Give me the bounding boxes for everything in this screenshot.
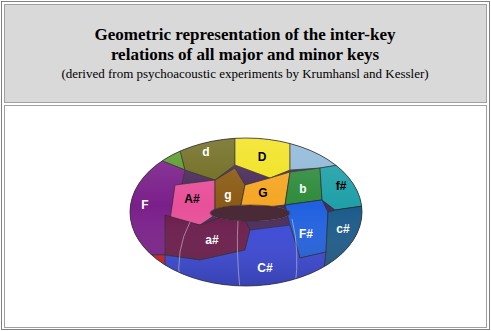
key-label: G <box>258 187 267 200</box>
key-label: A# <box>184 193 199 206</box>
torus-base <box>120 125 380 305</box>
title: Geometric representation of the inter-ke… <box>65 25 425 65</box>
key-label: F# <box>299 228 313 241</box>
key-label: a# <box>205 234 218 247</box>
key-label: c# <box>336 223 349 236</box>
body-cell <box>5 106 487 328</box>
key-label: b <box>299 183 306 196</box>
header-text: Geometric representation of the inter-ke… <box>6 5 484 101</box>
key-label: d <box>202 146 209 159</box>
subtitle: (derived from psychoacoustic experiments… <box>10 66 480 82</box>
key-label: C# <box>257 262 272 275</box>
torus-hole <box>210 205 290 221</box>
torus-outline <box>130 138 362 286</box>
key-label: g <box>224 189 231 202</box>
key-label: F <box>141 199 148 212</box>
grid-line <box>179 222 190 285</box>
header-cell <box>5 5 487 103</box>
grid-line <box>292 219 297 288</box>
key-label: D <box>258 151 267 164</box>
hole-outline <box>210 205 290 221</box>
key-label: f# <box>336 180 347 193</box>
torus-shading <box>120 125 380 305</box>
grid-line <box>237 221 240 290</box>
key-regions <box>120 125 380 305</box>
